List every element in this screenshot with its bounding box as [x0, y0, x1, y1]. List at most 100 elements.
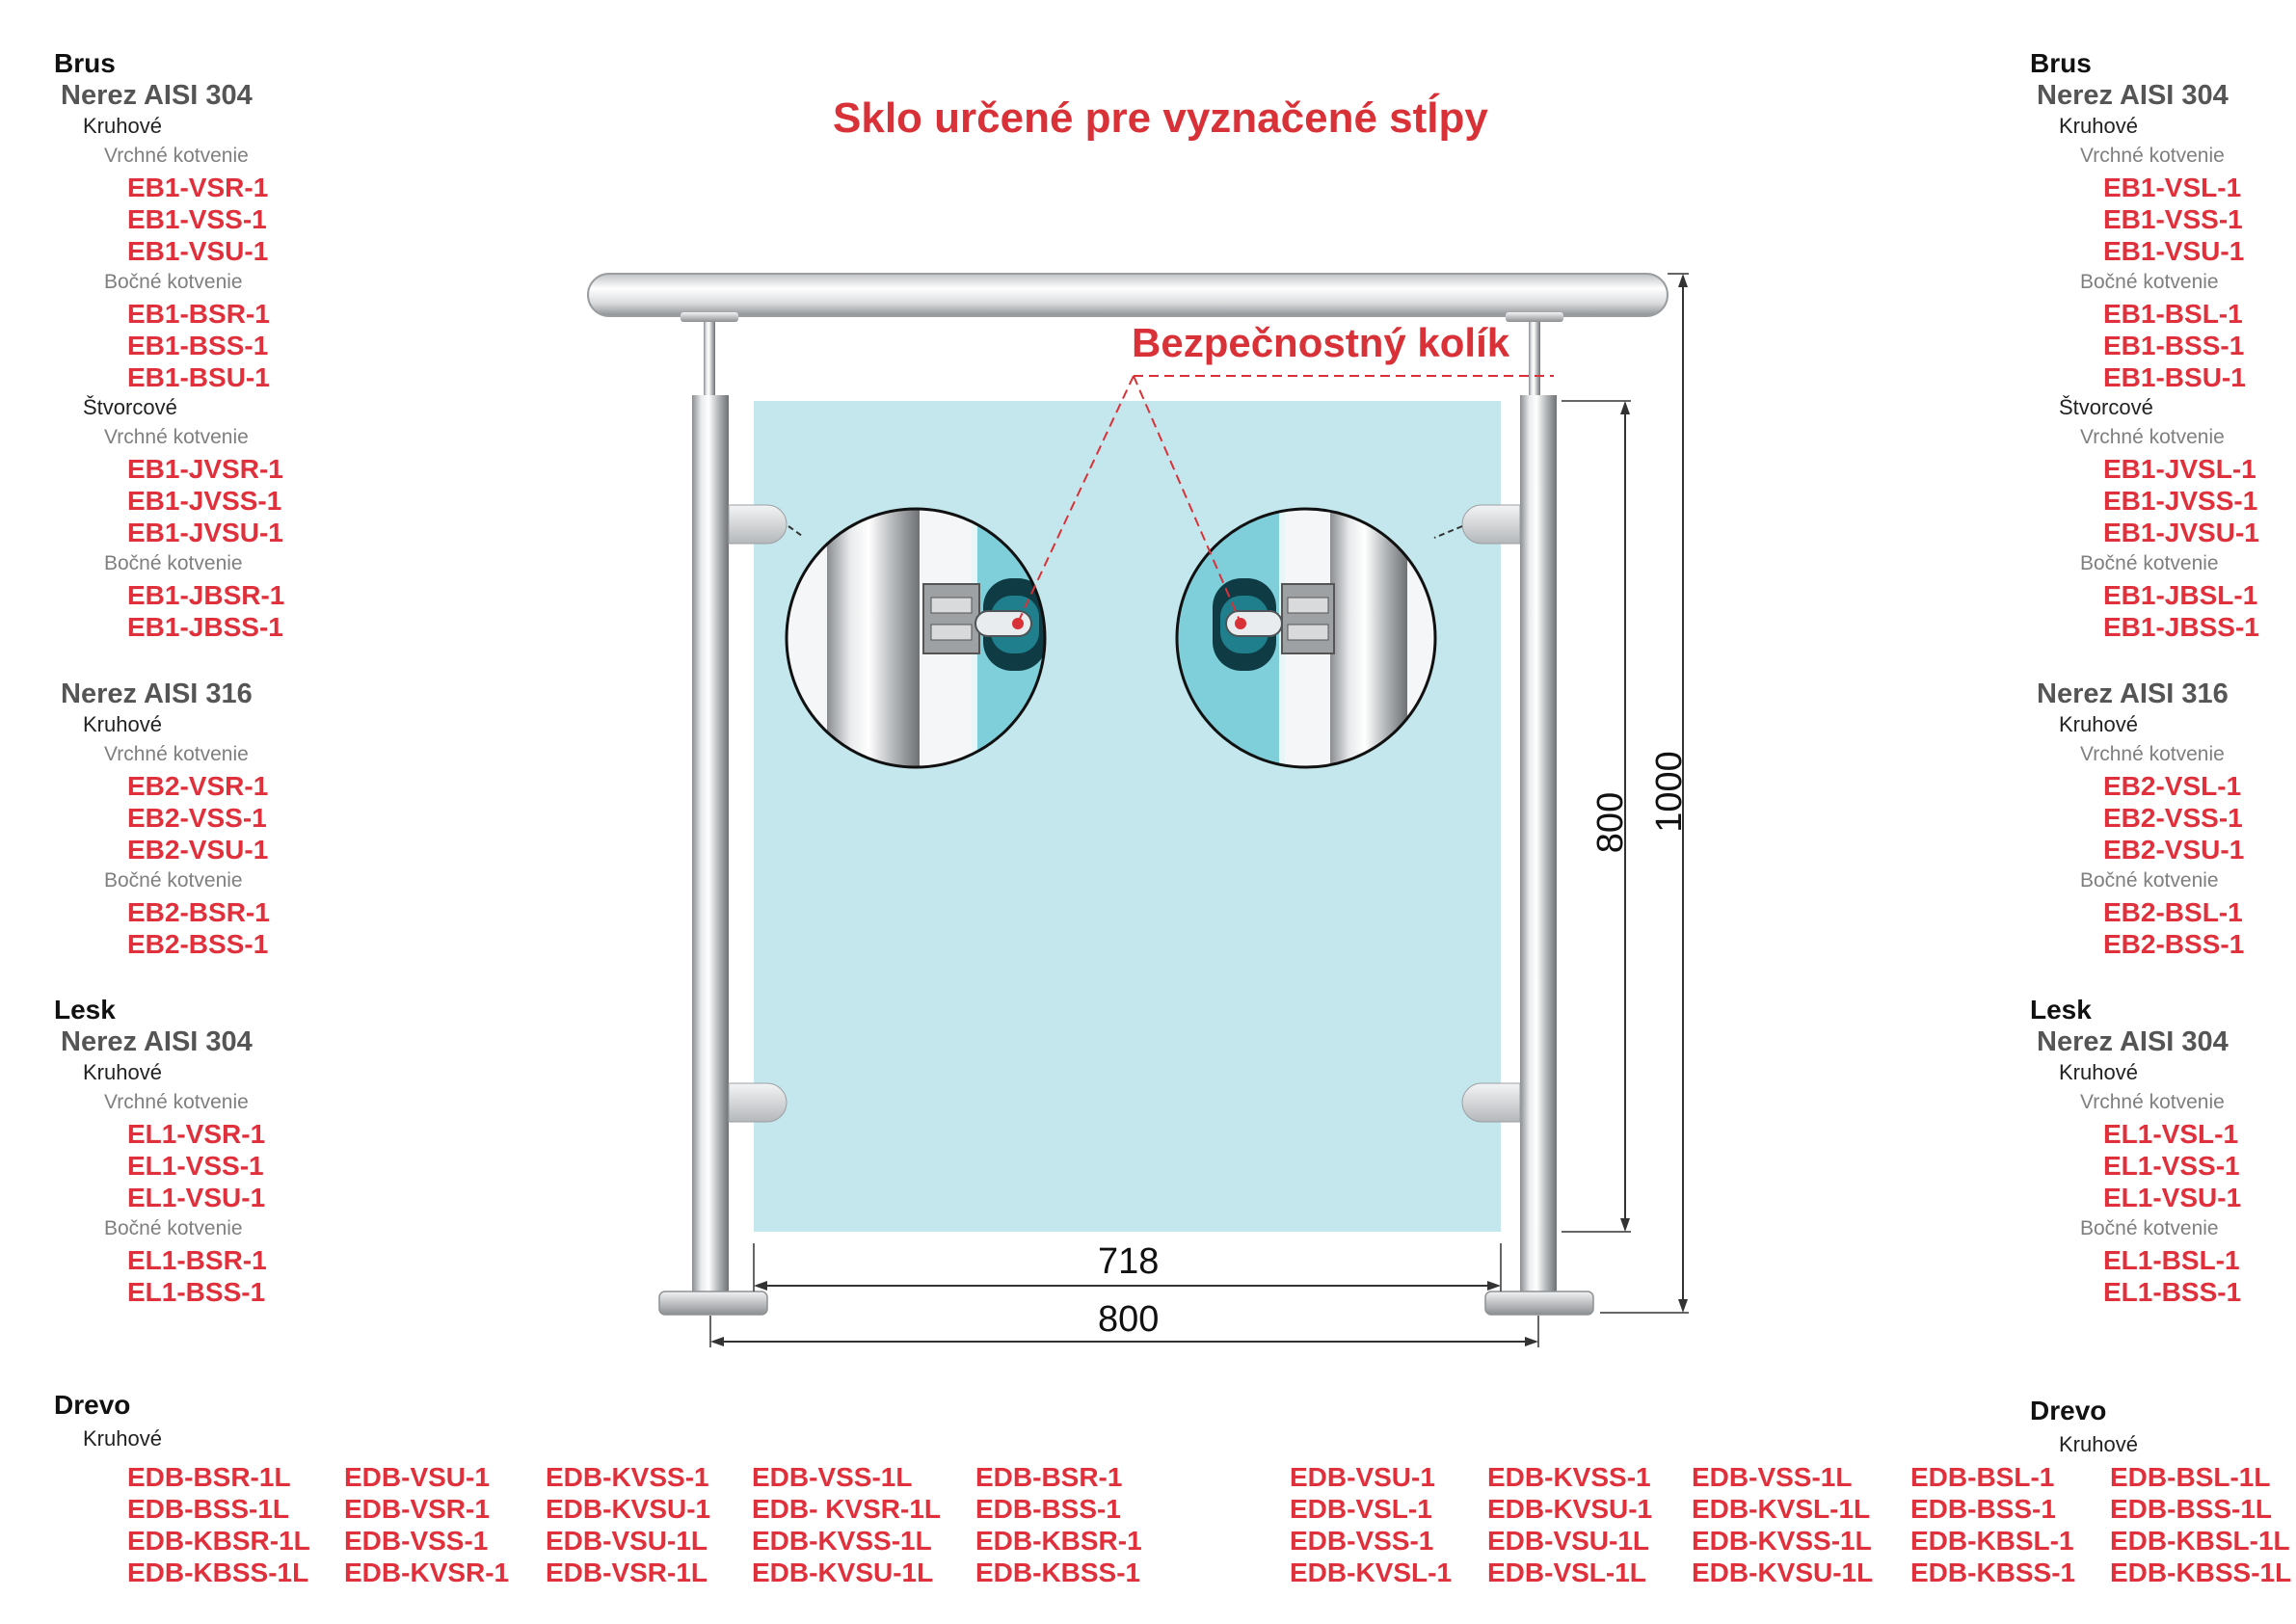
- stvorcove-heading: Štvorcové: [83, 395, 177, 419]
- vrchne-kotvenie-label: Vrchné kotvenie: [104, 426, 249, 448]
- product-code: EDB-KBSS-1L: [127, 1557, 309, 1587]
- product-code: EDB-KVSS-1L: [1692, 1526, 1872, 1556]
- product-code: EDB-KVSU-1: [1487, 1494, 1653, 1524]
- handrail: [587, 273, 1669, 317]
- product-code: EB2-VSS-1: [127, 803, 267, 833]
- product-code: EDB-VSU-1: [1290, 1462, 1435, 1492]
- aisi304-heading: Nerez AISI 304: [61, 80, 253, 111]
- product-code: EB1-BSR-1: [127, 299, 270, 329]
- page-title: Sklo určené pre vyznačené stĺpy: [833, 94, 1488, 142]
- drevo-code-column: EDB-BSR-1 EDB-BSS-1 EDB-KBSR-1 EDB-KBSS-…: [975, 1461, 1142, 1588]
- bocne-kotvenie-label: Bočné kotvenie: [104, 869, 243, 892]
- product-code: EL1-BSR-1: [127, 1245, 267, 1275]
- product-code: EL1-VSL-1: [2103, 1119, 2239, 1149]
- product-code: EDB-VSR-1L: [546, 1557, 708, 1587]
- right-post: [1520, 395, 1557, 1296]
- product-code: EB1-BSS-1: [127, 331, 269, 360]
- product-code: EL1-BSS-1: [2103, 1277, 2242, 1307]
- product-code: EDB-KBSS-1: [1910, 1557, 2076, 1587]
- product-code: EB1-VSL-1: [2103, 173, 2242, 202]
- product-code: EDB-KVSL-1L: [1692, 1494, 1871, 1524]
- kruhove-heading: Kruhové: [83, 712, 162, 736]
- product-code: EL1-BSL-1: [2103, 1245, 2240, 1275]
- product-code: EDB-KVSS-1: [546, 1462, 709, 1492]
- product-code: EDB-KVSL-1: [1290, 1557, 1453, 1587]
- glass-clamp: [1461, 504, 1521, 545]
- product-code: EDB-VSS-1: [344, 1526, 489, 1556]
- product-code: EB1-JVSU-1: [2103, 518, 2259, 547]
- drevo-code-column: EDB-VSU-1 EDB-VSR-1 EDB-VSS-1 EDB-KVSR-1: [344, 1461, 509, 1588]
- product-code: EB1-BSU-1: [2103, 362, 2246, 392]
- stvorcove-heading: Štvorcové: [2059, 395, 2153, 419]
- product-code: EDB-VSL-1L: [1487, 1557, 1646, 1587]
- drevo-code-column: EDB-BSR-1L EDB-BSS-1L EDB-KBSR-1L EDB-KB…: [127, 1461, 310, 1588]
- product-code: EL1-VSS-1: [127, 1151, 264, 1181]
- product-code: EDB-KBSR-1: [975, 1526, 1142, 1556]
- dimension-label-post-spacing: 800: [1098, 1299, 1160, 1340]
- drevo-code-column: EDB-VSS-1L EDB-KVSL-1L EDB-KVSS-1L EDB-K…: [1692, 1461, 1873, 1588]
- product-code: EB1-VSS-1: [2103, 204, 2243, 234]
- right-product-list: Brus Nerez AISI 304 Kruhové Vrchné kotve…: [2030, 48, 2259, 1308]
- product-code: EDB-KBSR-1L: [127, 1526, 310, 1556]
- drevo-code-column: EDB-BSL-1 EDB-BSS-1 EDB-KBSL-1 EDB-KBSS-…: [1910, 1461, 2075, 1588]
- left-post-base: [658, 1291, 768, 1316]
- product-code: EDB-VSS-1L: [752, 1462, 913, 1492]
- drevo-code-column: EDB-KVSS-1 EDB-KVSU-1 EDB-VSU-1L EDB-VSL…: [1487, 1461, 1652, 1588]
- product-code: EDB-VSL-1: [1290, 1494, 1432, 1524]
- product-code: EDB-KBSS-1L: [2110, 1557, 2292, 1587]
- product-code: EB2-VSL-1: [2103, 771, 2242, 801]
- detail-circle-right-border: [1175, 507, 1437, 769]
- vrchne-kotvenie-label: Vrchné kotvenie: [2080, 1091, 2225, 1113]
- product-code: EB1-JVSU-1: [127, 518, 283, 547]
- handrail-saddle: [1506, 312, 1563, 322]
- detail-leader: [1433, 525, 1463, 539]
- vrchne-kotvenie-label: Vrchné kotvenie: [104, 145, 249, 167]
- vrchne-kotvenie-label: Vrchné kotvenie: [104, 1091, 249, 1113]
- product-code: EDB-VSU-1L: [1487, 1526, 1650, 1556]
- product-code: EDB-BSS-1L: [127, 1494, 290, 1524]
- drevo-code-column: EDB-VSU-1 EDB-VSL-1 EDB-VSS-1 EDB-KVSL-1: [1290, 1461, 1452, 1588]
- kruhove-heading: Kruhové: [83, 114, 162, 138]
- aisi304-heading: Nerez AISI 304: [61, 1026, 253, 1057]
- product-code: EB1-JVSS-1: [127, 486, 282, 516]
- kruhove-heading: Kruhové: [2059, 1060, 2138, 1084]
- product-code: EDB-VSR-1: [344, 1494, 490, 1524]
- product-code: EDB-BSR-1: [975, 1462, 1123, 1492]
- safety-pin: [1012, 618, 1024, 629]
- drevo-kruhove-left: Kruhové: [83, 1426, 162, 1451]
- handrail-stem: [1529, 322, 1540, 397]
- drevo-code-column: EDB-BSL-1L EDB-BSS-1L EDB-KBSL-1L EDB-KB…: [2110, 1461, 2291, 1588]
- drevo-code-column: EDB-KVSS-1 EDB-KVSU-1 EDB-VSU-1L EDB-VSR…: [546, 1461, 710, 1588]
- product-code: EB2-VSU-1: [127, 835, 269, 865]
- product-code: EB2-BSS-1: [127, 929, 269, 959]
- product-code: EDB-KVSS-1L: [752, 1526, 932, 1556]
- product-code: EB1-JVSR-1: [127, 454, 283, 484]
- drevo-kruhove-right: Kruhové: [2059, 1432, 2138, 1456]
- bocne-kotvenie-label: Bočné kotvenie: [2080, 869, 2219, 892]
- product-code: EDB-KBSL-1: [1910, 1526, 2074, 1556]
- product-code: EB1-JVSS-1: [2103, 486, 2258, 516]
- product-code: EB1-VSU-1: [2103, 236, 2245, 266]
- section-lesk-heading: Lesk: [2030, 995, 2092, 1025]
- section-brus-heading: Brus: [2030, 48, 2092, 78]
- vrchne-kotvenie-label: Vrchné kotvenie: [2080, 145, 2225, 167]
- vrchne-kotvenie-label: Vrchné kotvenie: [2080, 426, 2225, 448]
- kruhove-heading: Kruhové: [2059, 712, 2138, 736]
- product-code: EB2-VSS-1: [2103, 803, 2243, 833]
- product-code: EB1-BSS-1: [2103, 331, 2245, 360]
- dimension-label-total-height: 1000: [1648, 751, 1690, 833]
- product-code: EDB-KVSU-1L: [752, 1557, 934, 1587]
- bocne-kotvenie-label: Bočné kotvenie: [104, 1217, 243, 1239]
- product-code: EDB-VSU-1L: [546, 1526, 708, 1556]
- drevo-code-column: EDB-VSS-1L EDB- KVSR-1L EDB-KVSS-1L EDB-…: [752, 1461, 941, 1588]
- product-code: EB1-BSU-1: [127, 362, 270, 392]
- section-drevo-heading-right: Drevo: [2030, 1396, 2107, 1425]
- section-brus-heading: Brus: [54, 48, 116, 78]
- bocne-kotvenie-label: Bočné kotvenie: [104, 552, 243, 574]
- handrail-saddle: [681, 312, 738, 322]
- aisi316-heading: Nerez AISI 316: [61, 679, 253, 709]
- product-code: EDB-BSR-1L: [127, 1462, 291, 1492]
- product-code: EB1-VSS-1: [127, 204, 267, 234]
- left-product-list: Brus Nerez AISI 304 Kruhové Vrchné kotve…: [54, 48, 284, 1308]
